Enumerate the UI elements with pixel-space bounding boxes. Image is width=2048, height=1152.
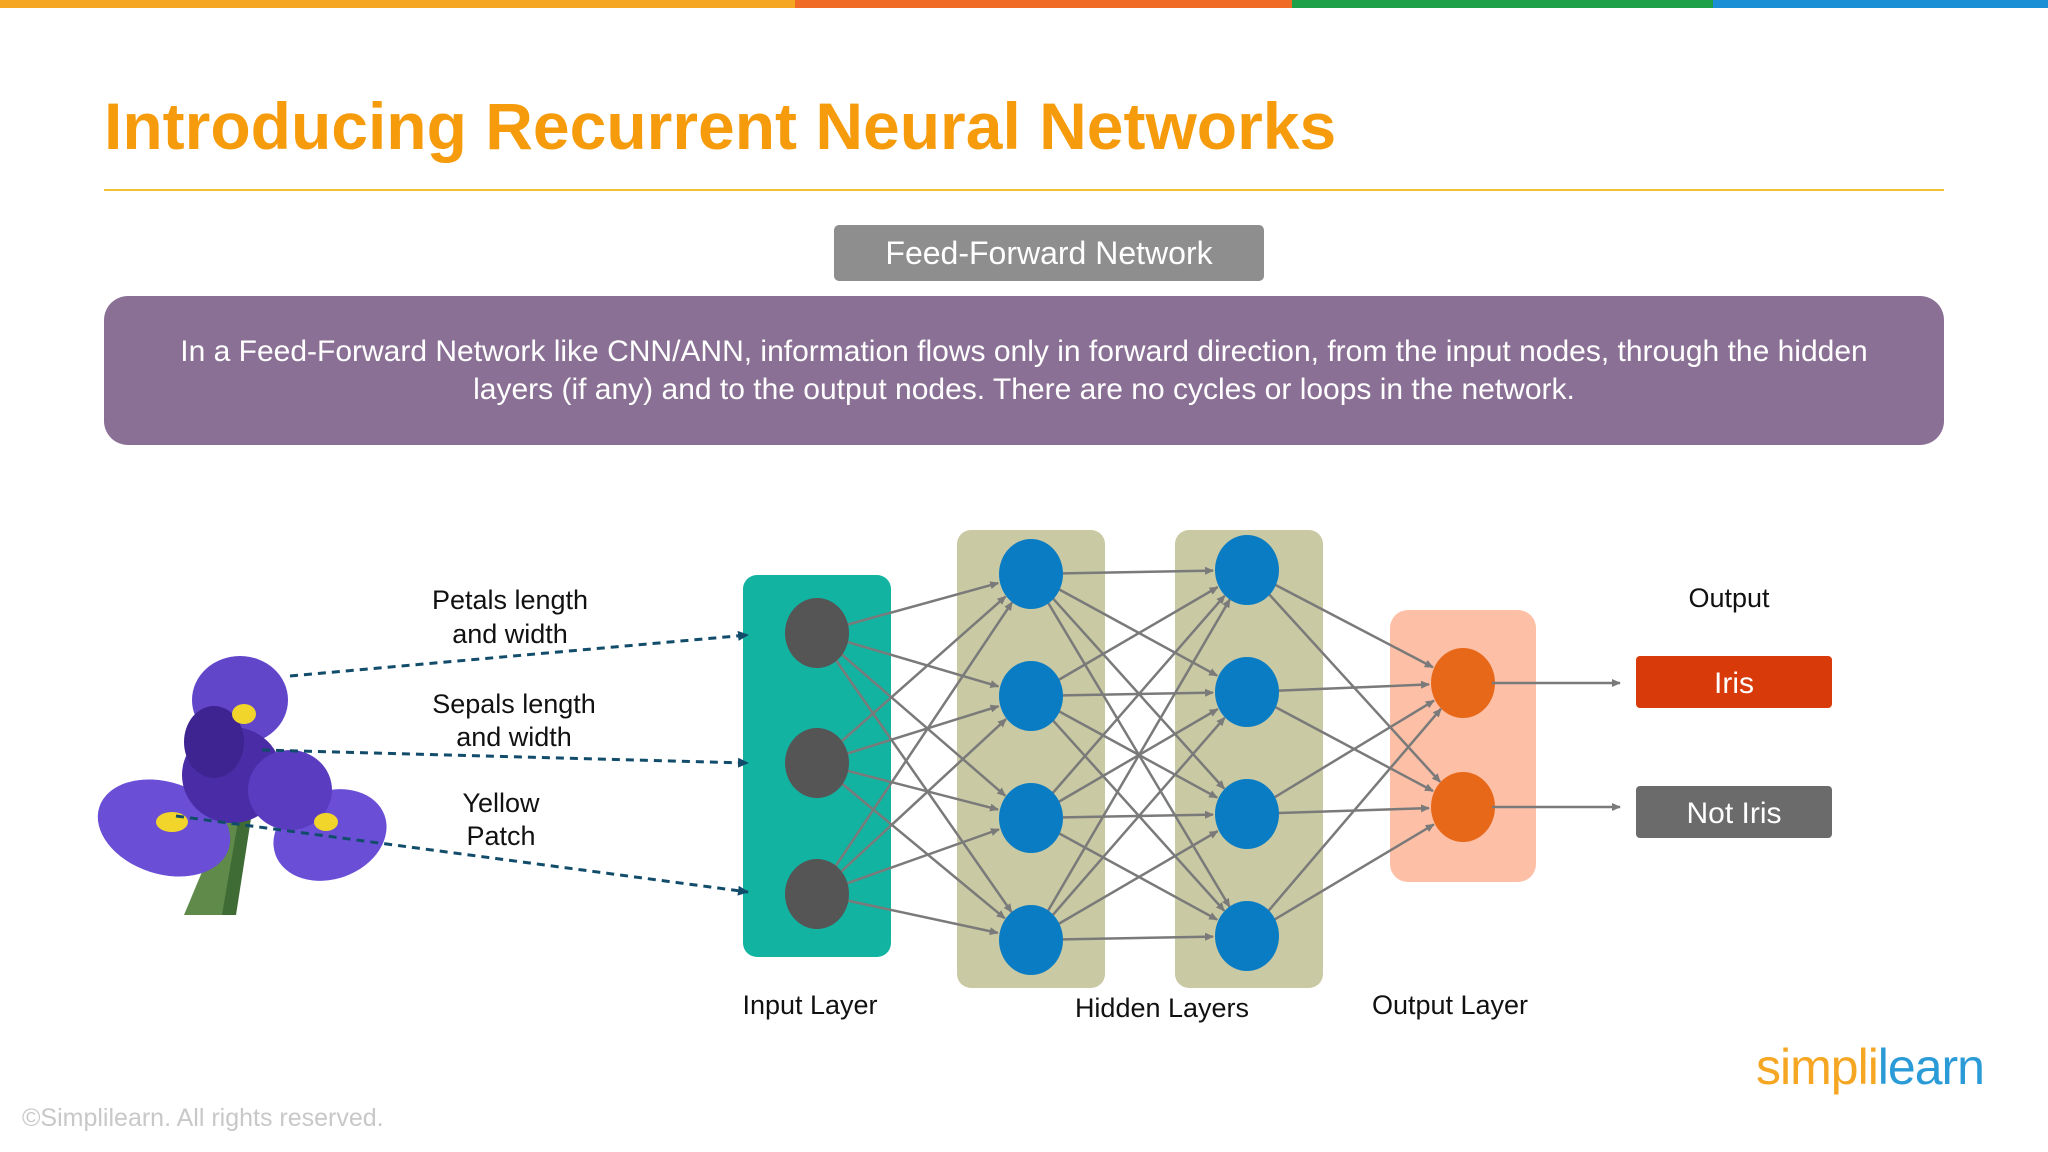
hidden-layer-2-panel: [1175, 530, 1323, 988]
hidden-layer-1-panel: [957, 530, 1105, 988]
network-edge: [1278, 680, 1431, 692]
copyright-text: ©Simplilearn. All rights reserved.: [22, 1104, 384, 1132]
input-node: [785, 598, 849, 668]
top-color-bar: [0, 0, 2048, 8]
output-node: [1431, 648, 1495, 718]
input-node: [785, 728, 849, 798]
network-edges: [833, 566, 1442, 941]
input-label-line2: and width: [452, 619, 568, 649]
output-layer-panel: [1390, 610, 1536, 882]
input-arrow-sepals: [261, 748, 749, 768]
network-edge: [1273, 823, 1435, 921]
network-edge: [1058, 586, 1219, 681]
input-arrow-yellow-patch: [175, 814, 749, 896]
output-layer-label: Output Layer: [1372, 990, 1528, 1020]
hidden-node: [999, 661, 1063, 731]
network-edge: [848, 899, 999, 936]
description-text: In a Feed-Forward Network like CNN/ANN, …: [180, 334, 1868, 406]
network-edge: [1062, 566, 1215, 575]
output-iris-label: Iris: [1714, 667, 1754, 700]
hidden-node: [1215, 535, 1279, 605]
hidden-node: [1215, 657, 1279, 727]
network-edge: [846, 828, 1000, 885]
network-edge: [833, 601, 1014, 869]
output-not-iris-box: [1636, 786, 1832, 838]
network-edge: [1046, 598, 1231, 913]
network-edge: [847, 640, 1000, 688]
network-nodes: [785, 535, 1495, 975]
hidden-node: [999, 539, 1063, 609]
input-arrow-petals: [289, 630, 749, 678]
hidden-node: [1215, 779, 1279, 849]
network-edge: [840, 782, 1006, 920]
input-label-line1: Sepals length: [432, 689, 596, 719]
description-box: In a Feed-Forward Network like CNN/ANN, …: [104, 296, 1944, 445]
network-edge: [847, 581, 1000, 626]
output-node: [1431, 772, 1495, 842]
input-node: [785, 859, 849, 929]
iris-flower-image: [97, 656, 387, 915]
output-iris-box: [1636, 656, 1832, 708]
input-label-line2: Patch: [466, 821, 535, 851]
topbar-segment: [1292, 0, 1713, 8]
hidden-node: [1215, 901, 1279, 971]
feed-forward-badge: Feed-Forward Network: [834, 225, 1264, 281]
input-label-line2: and width: [456, 722, 572, 752]
network-edge: [1062, 932, 1215, 941]
topbar-segment: [795, 0, 1292, 8]
input-layer-label: Input Layer: [742, 990, 877, 1020]
simplilearn-logo: simplilearn: [1756, 1039, 1985, 1095]
input-label-line1: Yellow: [462, 788, 540, 818]
network-edge: [847, 769, 1000, 812]
network-edge: [1266, 708, 1442, 913]
title-underline: [104, 189, 1944, 191]
hidden-node: [999, 905, 1063, 975]
network-edge: [840, 595, 1007, 743]
network-edge: [840, 652, 1007, 797]
network-edge: [1051, 716, 1226, 917]
network-edge: [1273, 699, 1435, 799]
network-edge: [834, 658, 1013, 913]
slide-title: Introducing Recurrent Neural Networks: [104, 89, 1337, 163]
hidden-node: [999, 783, 1063, 853]
network-edge: [1274, 583, 1434, 669]
network-edge: [1051, 594, 1226, 795]
topbar-segment: [1713, 0, 2048, 8]
network-edge: [847, 704, 1000, 755]
output-not-iris-label: Not Iris: [1686, 797, 1781, 830]
output-heading: Output: [1688, 583, 1770, 613]
hidden-layers-label: Hidden Layers: [1075, 993, 1249, 1023]
network-edge: [1058, 830, 1219, 925]
network-edge: [839, 718, 1007, 874]
input-label-line1: Petals length: [432, 585, 588, 615]
topbar-segment: [0, 0, 795, 8]
